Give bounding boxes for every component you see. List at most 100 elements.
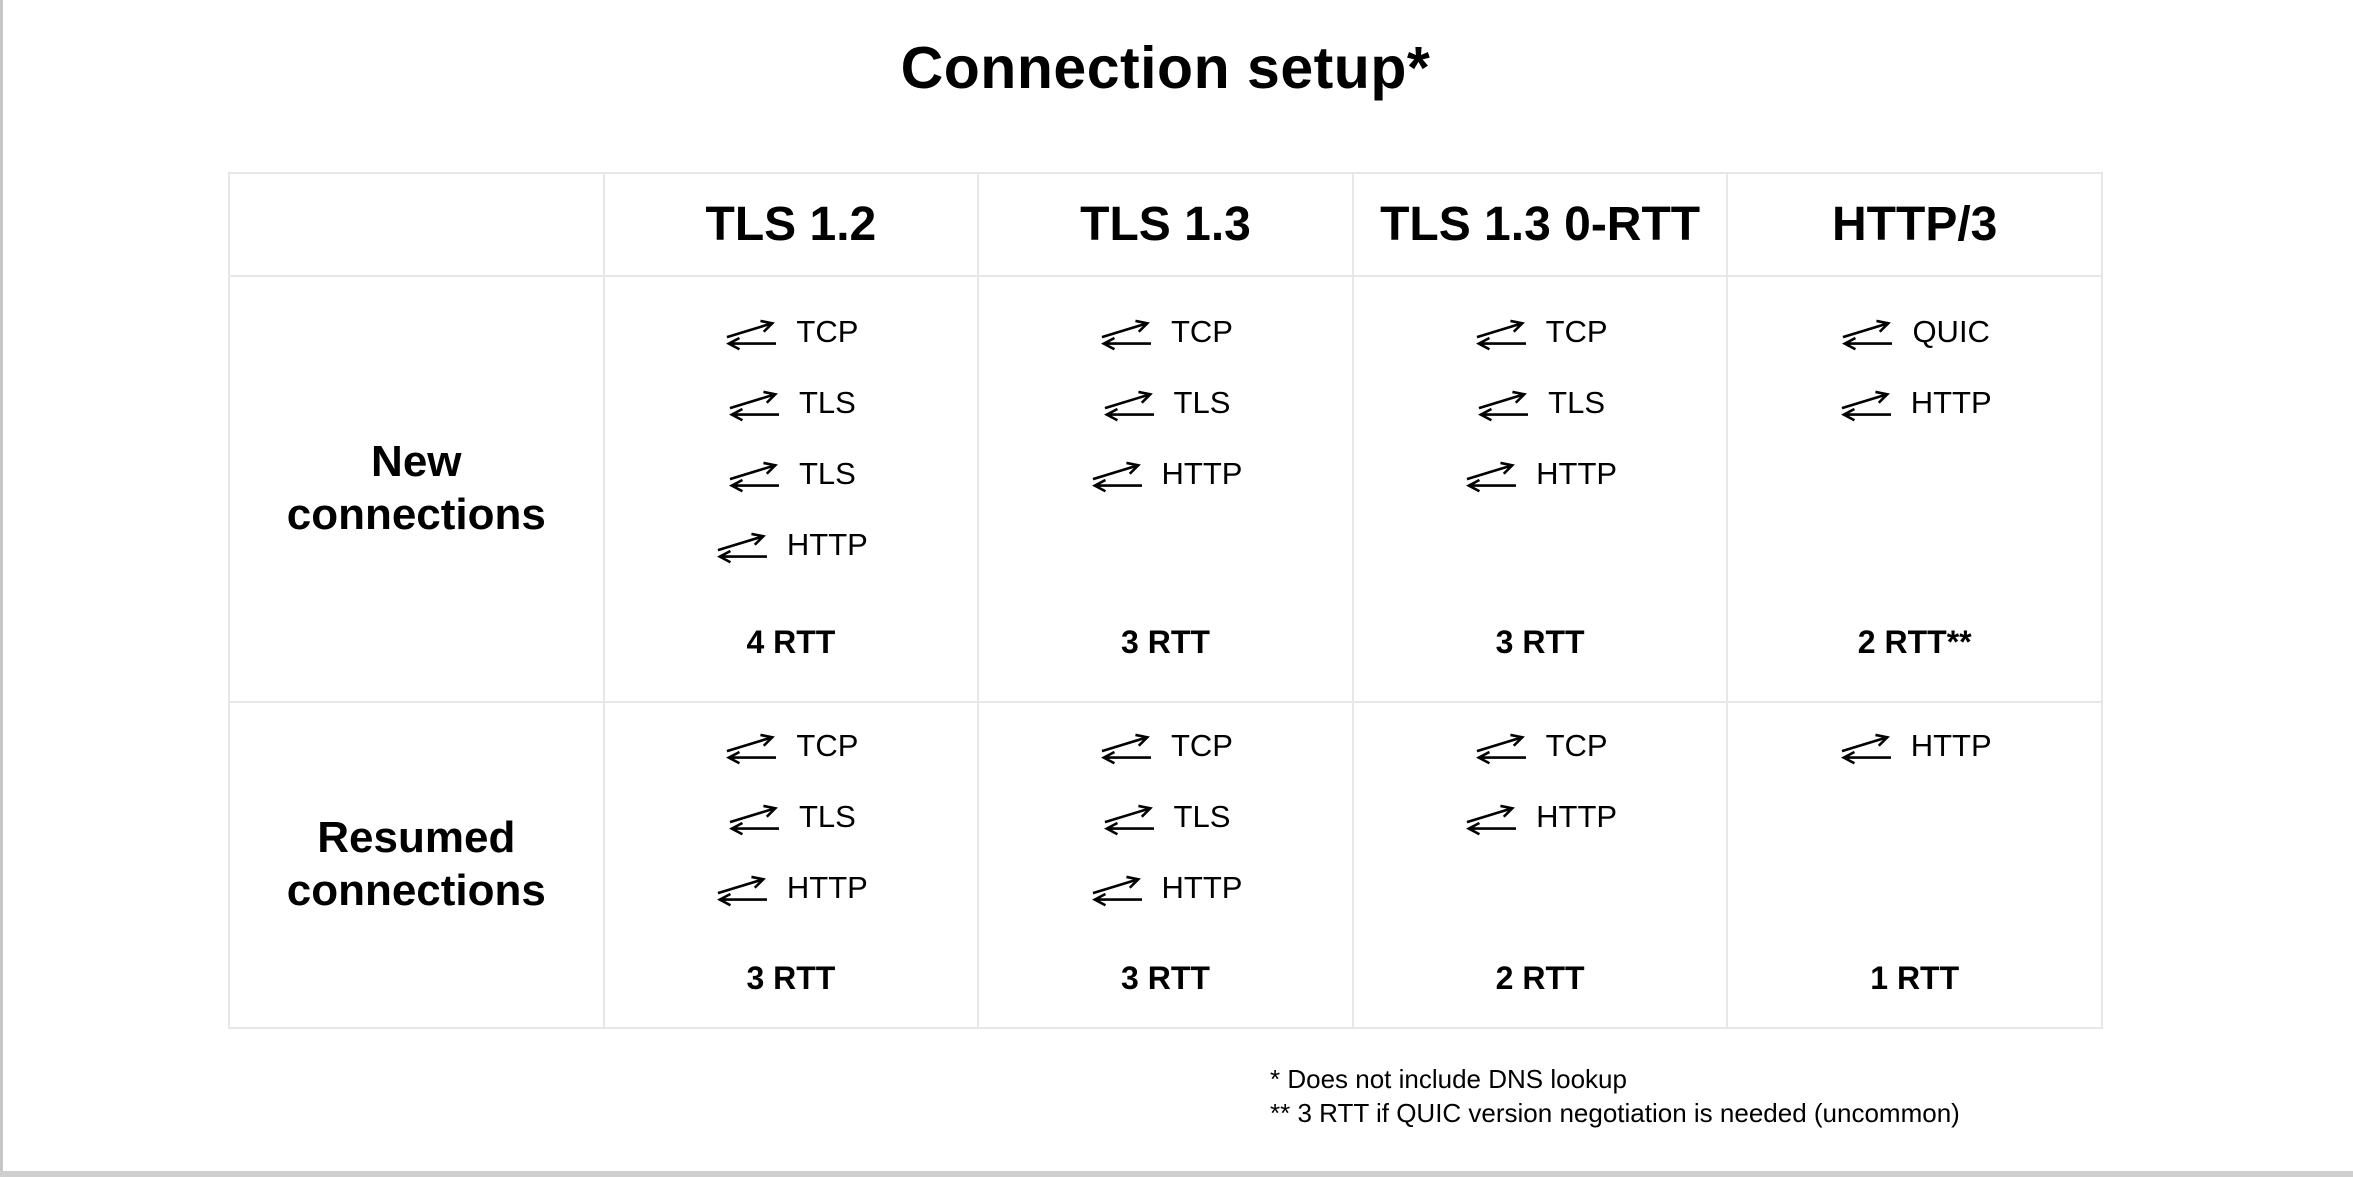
rtt-total: 4 RTT (746, 624, 836, 660)
round-trip-arrows-icon (1103, 804, 1154, 835)
handshake-step: TCP (1098, 309, 1233, 355)
handshake-step: TCP (1098, 723, 1233, 769)
handshake-steps: TCP TLS HTTP (1089, 723, 1243, 911)
protocol-label: HTTP (1910, 728, 1992, 763)
connection-setup-table: TLS 1.2 TLS 1.3 TLS 1.3 0-RTT HTTP/3 New… (228, 172, 2103, 1029)
protocol-label: TCP (1170, 314, 1233, 349)
cell-new-tls13: TCP TLS HTTP 3 RTT (979, 277, 1354, 703)
protocol-label: TLS (798, 385, 856, 420)
protocol-label: TLS (798, 799, 856, 834)
cell-resumed-tls13: TCP TLS HTTP 3 RTT (979, 703, 1354, 1029)
protocol-label: HTTP (786, 870, 868, 905)
round-trip-arrows-icon (1466, 804, 1517, 835)
protocol-label: HTTP (1910, 385, 1992, 420)
row-label-text: Resumed connections (286, 813, 546, 915)
handshake-step: TLS (1101, 794, 1231, 840)
handshake-step: HTTP (1463, 794, 1617, 840)
cell-new-tls12: TCP TLS TLS HTTP 4 RTT (604, 277, 980, 703)
handshake-step: TLS (1475, 380, 1605, 426)
round-trip-arrows-icon (1091, 875, 1142, 906)
handshake-step: TCP (723, 309, 858, 355)
cell-new-http3: QUIC HTTP 2 RTT** (1728, 277, 2103, 703)
protocol-label: QUIC (1912, 314, 1990, 349)
round-trip-arrows-icon (728, 390, 779, 421)
handshake-step: HTTP (714, 865, 868, 911)
protocol-label: TLS (798, 456, 856, 491)
row-label-new-connections: New connections (230, 277, 605, 703)
round-trip-arrows-icon (716, 875, 767, 906)
handshake-step: TLS (726, 794, 856, 840)
round-trip-arrows-icon (1842, 319, 1893, 350)
cell-new-tls13-0rtt: TCP TLS HTTP 3 RTT (1353, 277, 1729, 703)
round-trip-arrows-icon (1840, 390, 1891, 421)
round-trip-arrows-icon (1103, 390, 1154, 421)
protocol-label: TCP (1545, 314, 1608, 349)
protocol-label: HTTP (1161, 870, 1243, 905)
handshake-steps: QUIC HTTP (1838, 309, 1992, 426)
protocol-label: TLS (1548, 385, 1606, 420)
protocol-label: TCP (1170, 728, 1233, 763)
round-trip-arrows-icon (728, 461, 779, 492)
round-trip-arrows-icon (1475, 733, 1526, 764)
protocol-label: TCP (796, 314, 859, 349)
cell-resumed-tls13-0rtt: TCP HTTP 2 RTT (1353, 703, 1729, 1029)
handshake-steps: HTTP (1838, 723, 1992, 769)
handshake-steps: TCP TLS HTTP (714, 723, 868, 911)
rtt-total: 3 RTT (1121, 624, 1210, 660)
footnote-dns: * Does not include DNS lookup (1270, 1064, 1627, 1094)
column-header-tls12: TLS 1.2 (604, 174, 980, 277)
round-trip-arrows-icon (728, 804, 779, 835)
handshake-step: HTTP (714, 522, 868, 568)
handshake-step: HTTP (1089, 865, 1243, 911)
round-trip-arrows-icon (726, 733, 777, 764)
handshake-steps: TCP TLS HTTP (1089, 309, 1243, 497)
handshake-step: HTTP (1463, 451, 1617, 497)
viewport-bottom-edge (0, 1171, 2353, 1177)
rtt-total: 3 RTT (746, 960, 836, 996)
handshake-steps: TCP TLS TLS HTTP (714, 309, 868, 568)
handshake-step: HTTP (1838, 723, 1992, 769)
rtt-total: 1 RTT (1870, 960, 1960, 996)
round-trip-arrows-icon (1478, 390, 1529, 421)
handshake-step: TCP (723, 723, 858, 769)
protocol-label: HTTP (1161, 456, 1243, 491)
footnotes: * Does not include DNS lookup ** 3 RTT i… (1270, 1062, 1960, 1130)
rtt-total: 3 RTT (1121, 960, 1210, 996)
table-corner-cell (230, 174, 605, 277)
protocol-label: HTTP (786, 527, 868, 562)
column-header-tls13: TLS 1.3 (979, 174, 1354, 277)
handshake-step: QUIC (1839, 309, 1990, 355)
handshake-steps: TCP HTTP (1463, 723, 1617, 840)
handshake-step: TLS (726, 451, 856, 497)
round-trip-arrows-icon (1466, 461, 1517, 492)
handshake-step: HTTP (1089, 451, 1243, 497)
viewport-left-edge (0, 0, 3, 1177)
round-trip-arrows-icon (1101, 319, 1151, 350)
handshake-step: TCP (1473, 309, 1608, 355)
protocol-label: HTTP (1536, 799, 1618, 834)
round-trip-arrows-icon (1840, 733, 1891, 764)
cell-resumed-http3: HTTP 1 RTT (1728, 703, 2103, 1029)
protocol-label: TLS (1173, 799, 1231, 834)
protocol-label: TCP (1545, 728, 1608, 763)
column-header-http3: HTTP/3 (1728, 174, 2103, 277)
handshake-step: TLS (726, 380, 856, 426)
handshake-step: TLS (1101, 380, 1231, 426)
rtt-total: 2 RTT** (1857, 624, 1972, 660)
round-trip-arrows-icon (726, 319, 777, 350)
round-trip-arrows-icon (716, 532, 767, 563)
round-trip-arrows-icon (1475, 319, 1526, 350)
cell-resumed-tls12: TCP TLS HTTP 3 RTT (604, 703, 980, 1029)
protocol-label: TCP (796, 728, 859, 763)
row-label-text: New connections (286, 437, 546, 539)
handshake-step: TCP (1473, 723, 1608, 769)
row-label-resumed-connections: Resumed connections (230, 703, 605, 1029)
protocol-label: TLS (1173, 385, 1231, 420)
protocol-label: HTTP (1536, 456, 1618, 491)
page-title: Connection setup* (900, 35, 1431, 101)
column-header-tls13-0rtt: TLS 1.3 0-RTT (1353, 174, 1729, 277)
handshake-steps: TCP TLS HTTP (1463, 309, 1617, 497)
rtt-total: 3 RTT (1495, 624, 1585, 660)
round-trip-arrows-icon (1101, 733, 1151, 764)
rtt-total: 2 RTT (1495, 960, 1585, 996)
